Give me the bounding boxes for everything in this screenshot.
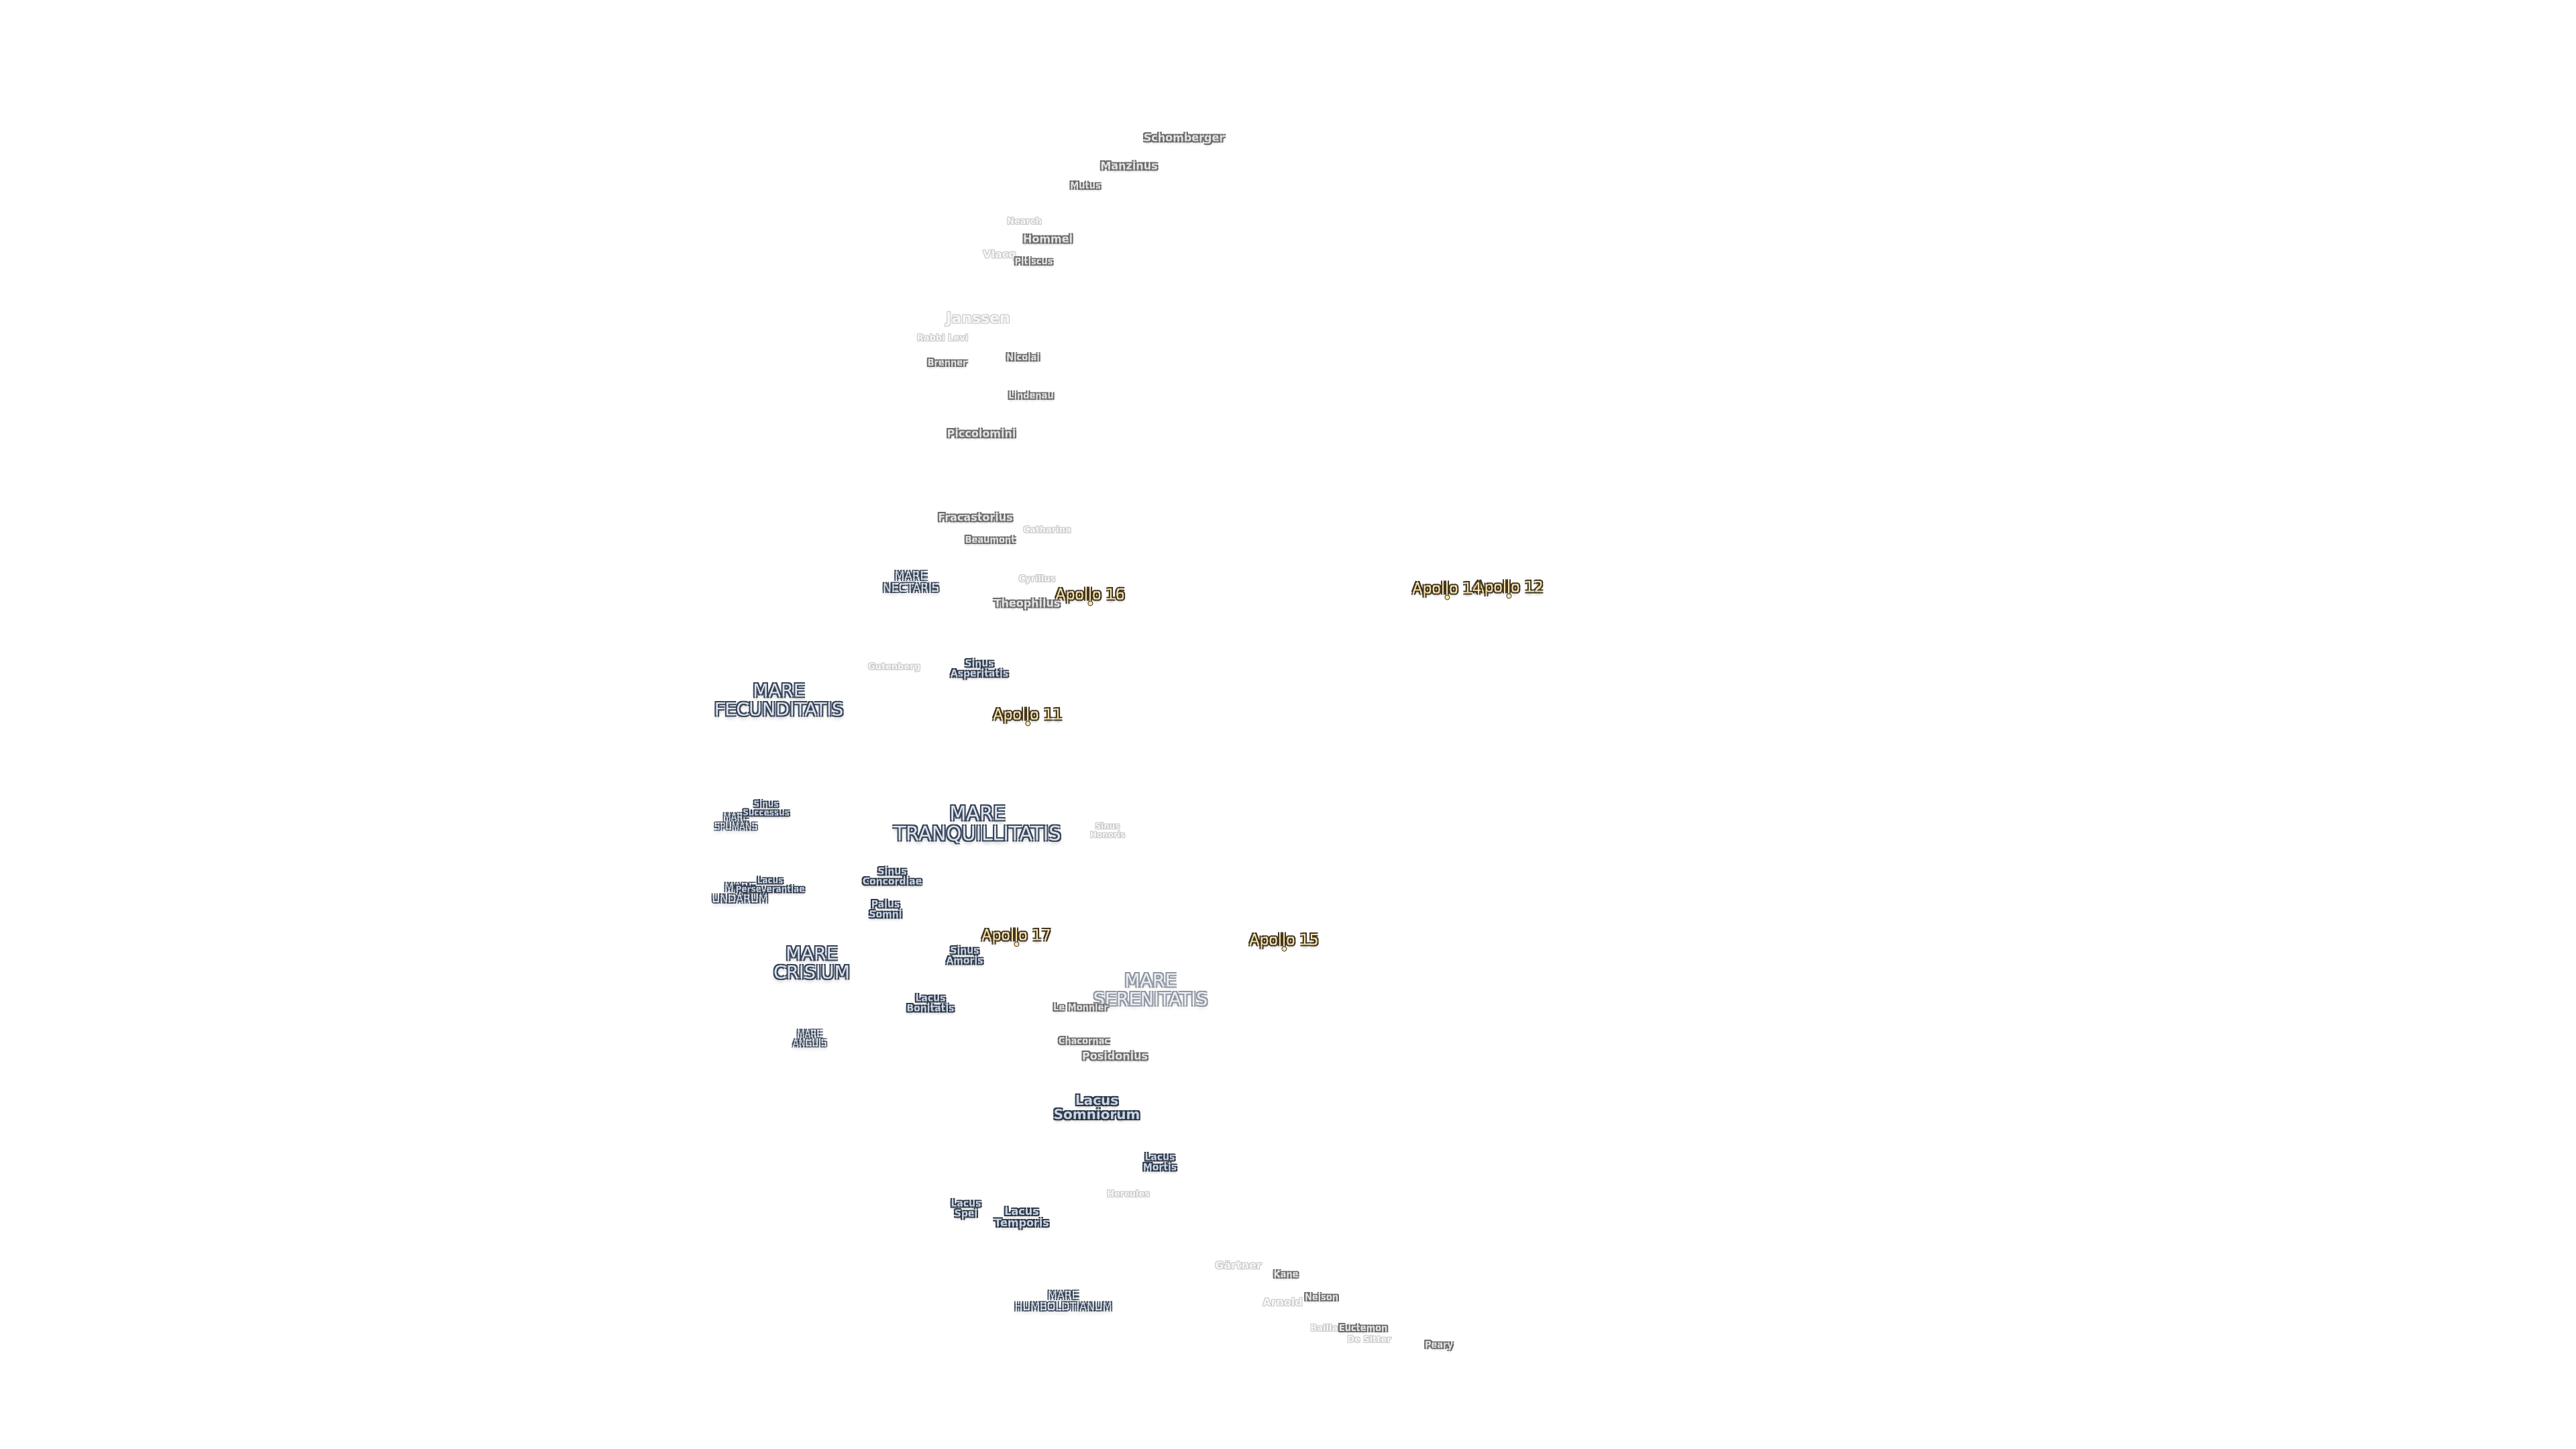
lacus-spei-label: Lacus Spei xyxy=(951,1198,981,1219)
lacus-perseverantiae-label: Lacus Perseverantiae xyxy=(735,875,805,894)
crater-de-sitter-label: De Sitter xyxy=(1347,1335,1391,1346)
crater-hercules-label: Hercules xyxy=(1106,1189,1150,1200)
crater-vlacq-label: Vlacq xyxy=(983,248,1016,261)
apollo-12-text: Apollo 12 xyxy=(1474,579,1544,596)
crater-hommel-label: Hommel xyxy=(1022,232,1073,246)
mare-humboldtianum-label: MARE HUMBOLDTIANUM xyxy=(1014,1289,1112,1313)
mare-tranquillitatis-label: MARE TRANQUILLITATIS xyxy=(894,802,1061,845)
mare-nectaris-label: MARE NECTARIS xyxy=(883,570,939,595)
crater-beaumont-label: Beaumont xyxy=(965,535,1016,546)
lacus-temporis-label: Lacus Temporis xyxy=(994,1205,1049,1229)
crater-fracastorius-label: Fracastorius xyxy=(938,511,1013,524)
crater-rabbi-levi-label: Rabbi Levi xyxy=(916,333,969,344)
crater-le-monnier-label: Le Monnier xyxy=(1053,1003,1108,1014)
landing-site-marker-icon xyxy=(1088,601,1092,606)
crater-nearch-label: Nearch xyxy=(1007,217,1042,227)
apollo-16-text: Apollo 16 xyxy=(1055,586,1125,604)
crater-chacornac-label: Chacornac xyxy=(1058,1036,1110,1047)
apollo-14-text: Apollo 14 xyxy=(1412,580,1482,598)
apollo-11-text: Apollo 11 xyxy=(993,706,1063,724)
lacus-somniorum-label: Lacus Somniorum xyxy=(1053,1092,1140,1122)
crater-gutenberg-label: Gutenberg xyxy=(867,662,921,673)
crater-cyrillus-label: Cyrillus xyxy=(1018,574,1056,585)
landing-site-marker-icon xyxy=(1014,942,1018,947)
mare-undarum-label: MARE UNDARUM xyxy=(712,881,768,905)
apollo-17-text: Apollo 17 xyxy=(981,927,1051,945)
crater-kane-label: Kane xyxy=(1273,1270,1299,1281)
landing-site-marker-icon xyxy=(1445,595,1449,600)
crater-euctemon-label: Euctemon xyxy=(1338,1324,1388,1334)
mare-spumans-label: MARE SPUMANS xyxy=(714,812,757,832)
crater-neison-label: Neison xyxy=(1304,1293,1339,1303)
sinus-concordiae-label: Sinus Concordiae xyxy=(862,866,922,887)
sinus-asperitatis-label: Sinus Asperitatis xyxy=(950,658,1009,679)
landing-site-marker-icon xyxy=(1282,947,1286,951)
crater-arnold-label: Arnold xyxy=(1263,1295,1303,1309)
apollo-15-label[interactable]: Apollo 15 xyxy=(1249,932,1319,951)
sinus-honoris-label: Sinus Honoris xyxy=(1089,821,1126,839)
apollo-12-label[interactable]: Apollo 12 xyxy=(1474,579,1544,598)
apollo-16-label[interactable]: Apollo 16 xyxy=(1055,586,1125,606)
crater-brenner-label: Brenner xyxy=(927,358,967,369)
palus-somni-label: Palus Somni xyxy=(869,899,902,920)
crater-pitiscus-label: Pitiscus xyxy=(1014,257,1053,268)
crater-janssen-label: Janssen xyxy=(946,310,1010,327)
sinus-successus-label: Sinus Successus xyxy=(743,799,790,817)
lacus-mortis-label: Lacus Mortis xyxy=(1142,1152,1177,1173)
crater-manzinus-label: Manzinus xyxy=(1100,159,1158,172)
crater-nicolai-label: Nicolai xyxy=(1006,353,1040,364)
crater-baillaud-label: Baillaud xyxy=(1310,1324,1350,1334)
crater-peary-label: Peary xyxy=(1424,1340,1454,1351)
crater-schomberger-label: Schomberger xyxy=(1143,131,1225,144)
apollo-17-label[interactable]: Apollo 17 xyxy=(981,927,1051,947)
mare-anguis-label: MARE ANGUIS xyxy=(792,1029,827,1049)
lacus-bonitatis-label: Lacus Bonitatis xyxy=(906,993,955,1014)
mare-serenitatis-label: MARE SERENITATIS xyxy=(1093,970,1208,1010)
apollo-11-label[interactable]: Apollo 11 xyxy=(993,706,1063,726)
landing-site-marker-icon xyxy=(1507,594,1511,598)
mare-crisium-label: MARE CRISIUM xyxy=(773,943,850,983)
crater-mutus-label: Mutus xyxy=(1070,181,1101,192)
sinus-amoris-label: Sinus Amoris xyxy=(946,945,983,966)
crater-theophilus-label: Theophilus xyxy=(994,596,1061,610)
crater-lindenau-label: Lindenau xyxy=(1008,391,1054,402)
crater-posidonius-label: Posidonius xyxy=(1082,1049,1148,1063)
apollo-14-label[interactable]: Apollo 14 xyxy=(1412,580,1482,600)
mare-fecunditatis-label: MARE FECUNDITATIS xyxy=(714,680,844,720)
crater-catharina-label: Catharina xyxy=(1023,525,1071,536)
landing-site-marker-icon xyxy=(1026,721,1030,726)
crater-gartner-label: Gärtner xyxy=(1215,1258,1262,1272)
crater-piccolomini-label: Piccolomini xyxy=(947,427,1016,440)
apollo-15-text: Apollo 15 xyxy=(1249,932,1319,949)
